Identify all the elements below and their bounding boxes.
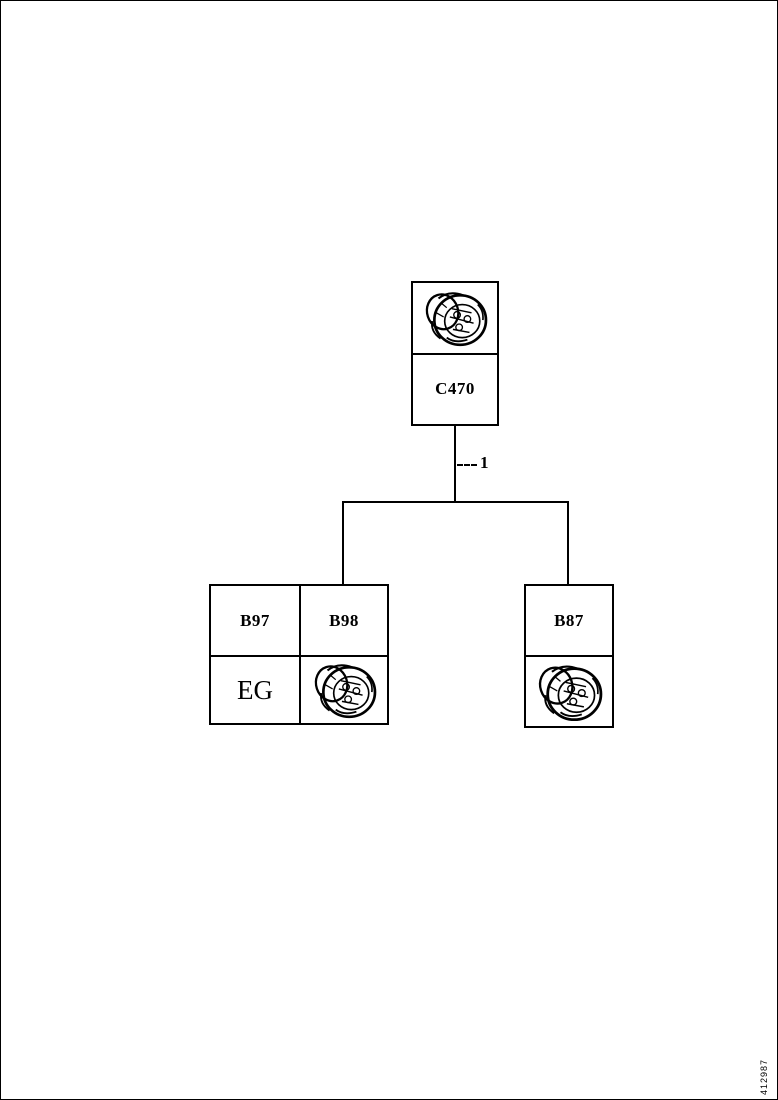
left-branch-line <box>342 501 344 585</box>
round-connector-icon <box>534 661 603 721</box>
callout-number: 1 <box>480 453 489 472</box>
c470-image-cell <box>413 283 497 353</box>
connector-code-label: B98 <box>329 610 359 630</box>
connector-node-c470: C470 <box>411 281 499 426</box>
b87-image-cell <box>526 655 612 726</box>
variant-label: EG <box>237 674 273 705</box>
b87-label-cell: B87 <box>526 586 612 655</box>
eg-variant-cell: EG <box>211 655 299 723</box>
connector-code-label: C470 <box>435 379 475 399</box>
connector-node-b97-b98: B97 B98 EG <box>209 584 389 725</box>
right-branch-line <box>567 501 569 585</box>
b97-label-cell: B97 <box>211 586 299 655</box>
c470-label-cell: C470 <box>413 352 497 424</box>
round-connector-icon <box>421 288 488 346</box>
round-connector-icon <box>310 660 377 719</box>
drawing-number: 412987 <box>759 1058 769 1095</box>
connector-code-label: B97 <box>240 610 270 630</box>
b98-image-cell <box>299 655 387 723</box>
connector-node-b87: B87 <box>524 584 614 728</box>
branch-horizontal-line <box>342 501 569 503</box>
b98-label-cell: B98 <box>299 586 387 655</box>
connector-code-label: B87 <box>554 610 584 630</box>
trunk-line <box>454 426 456 503</box>
callout-leader-line <box>457 464 477 466</box>
